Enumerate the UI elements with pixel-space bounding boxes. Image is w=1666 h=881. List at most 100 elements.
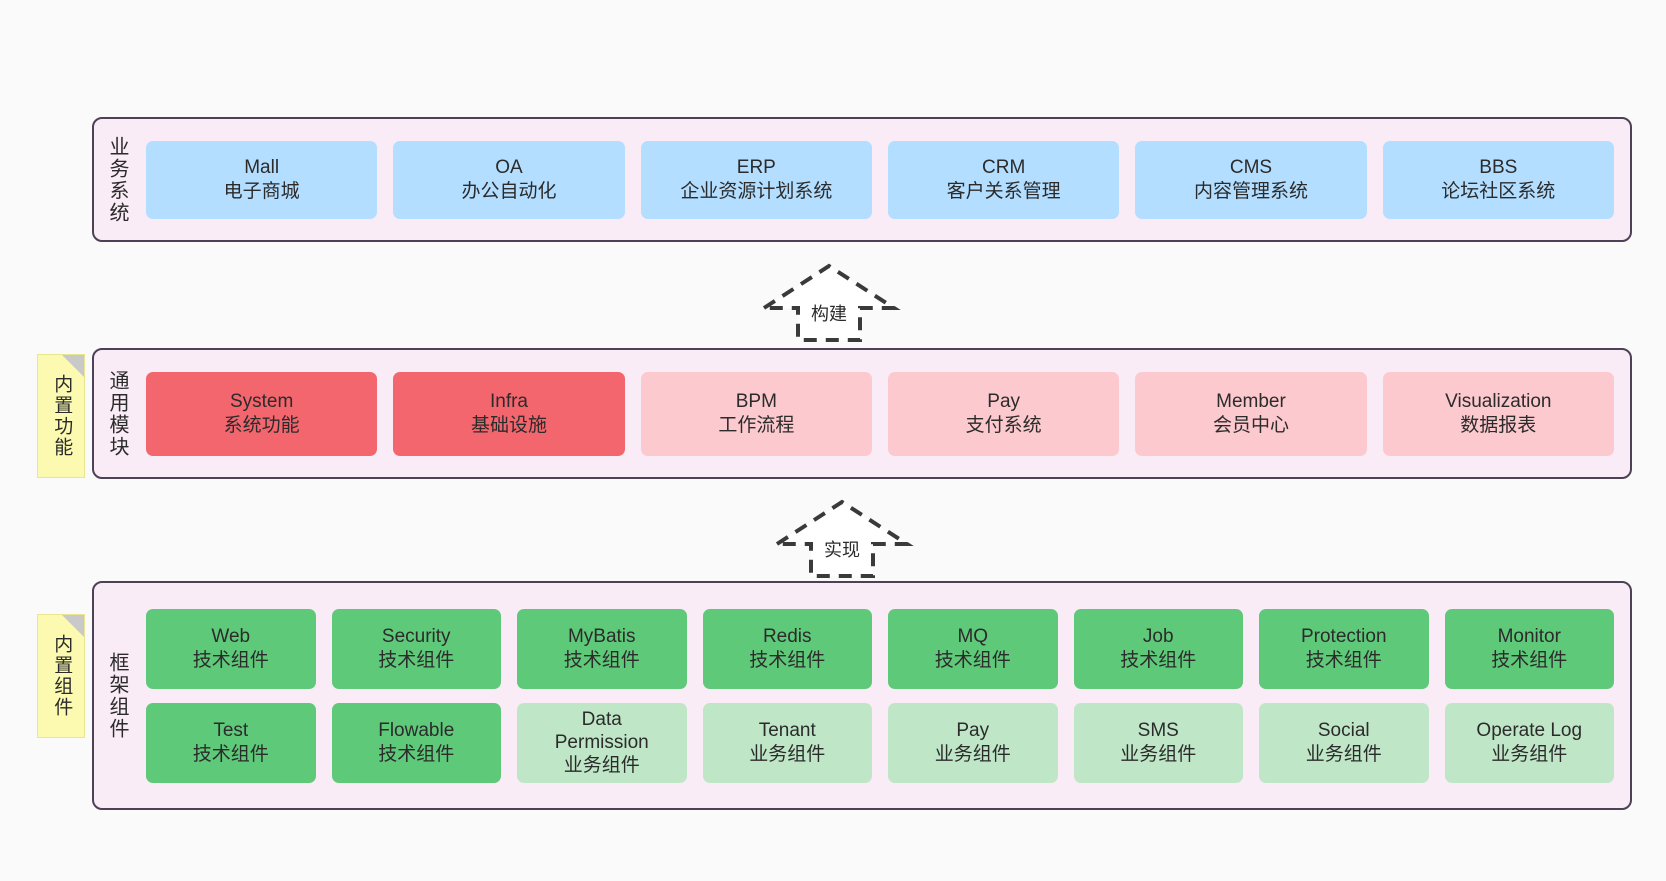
card-infra-desc: 基础设施 [470, 414, 547, 436]
card-web-desc: 技术组件 [192, 649, 269, 671]
card-crm-desc: 客户关系管理 [946, 180, 1061, 202]
card-bbs-name: BBS [1479, 157, 1518, 179]
card-infra[interactable]: Infra 基础设施 [393, 371, 625, 456]
note-fold-corner-icon [62, 355, 84, 377]
card-test-name: Test [213, 720, 249, 742]
card-monitor[interactable]: Monitor 技术组件 [1444, 608, 1614, 689]
card-oa-desc: 办公自动化 [461, 180, 557, 202]
card-web-name: Web [211, 626, 251, 648]
card-protection-desc: 技术组件 [1305, 649, 1382, 671]
card-operate-log-desc: 业务组件 [1491, 743, 1568, 765]
card-flowable-desc: 技术组件 [378, 743, 455, 765]
card-visualization-name: Visualization [1445, 391, 1552, 413]
card-cms-name: CMS [1229, 157, 1273, 179]
card-pay-component[interactable]: Pay 业务组件 [888, 702, 1058, 783]
note-builtin-function-label: 内置功能 [51, 374, 73, 458]
card-pay-component-desc: 业务组件 [934, 743, 1011, 765]
card-bbs[interactable]: BBS 论坛社区系统 [1382, 140, 1614, 219]
card-job[interactable]: Job 技术组件 [1073, 608, 1243, 689]
card-redis-desc: 技术组件 [749, 649, 826, 671]
card-data-permission-name: Data Permission [554, 708, 649, 753]
framework-row-technical: Web 技术组件 Security 技术组件 MyBatis 技术组件 Redi… [146, 608, 1614, 689]
card-job-name: Job [1142, 626, 1174, 648]
card-mybatis[interactable]: MyBatis 技术组件 [517, 608, 687, 689]
card-mall[interactable]: Mall 电子商城 [146, 140, 378, 219]
card-cms-desc: 内容管理系统 [1193, 180, 1308, 202]
card-monitor-name: Monitor [1497, 626, 1561, 648]
card-system-name: System [229, 391, 294, 413]
card-data-permission[interactable]: Data Permission 业务组件 [517, 702, 687, 783]
card-pay-module-name: Pay [987, 391, 1021, 413]
card-web[interactable]: Web 技术组件 [146, 608, 316, 689]
card-mq[interactable]: MQ 技术组件 [888, 608, 1058, 689]
note-builtin-component-label: 内置组件 [51, 634, 73, 718]
card-bpm-desc: 工作流程 [718, 414, 795, 436]
card-social-name: Social [1317, 720, 1370, 742]
card-cms[interactable]: CMS 内容管理系统 [1135, 140, 1367, 219]
card-sms-desc: 业务组件 [1120, 743, 1197, 765]
card-redis[interactable]: Redis 技术组件 [702, 608, 872, 689]
card-protection[interactable]: Protection 技术组件 [1259, 608, 1429, 689]
card-security-desc: 技术组件 [378, 649, 455, 671]
card-redis-name: Redis [762, 626, 812, 648]
card-test[interactable]: Test 技术组件 [146, 702, 316, 783]
card-mall-name: Mall [244, 157, 280, 179]
card-mall-desc: 电子商城 [223, 180, 300, 202]
card-job-desc: 技术组件 [1120, 649, 1197, 671]
note-builtin-component: 内置组件 [37, 614, 85, 738]
connector-build: 构建 [757, 262, 901, 342]
card-crm[interactable]: CRM 客户关系管理 [887, 140, 1120, 219]
card-oa[interactable]: OA 办公自动化 [393, 140, 625, 219]
card-mq-desc: 技术组件 [934, 649, 1011, 671]
note-fold-corner-icon [62, 615, 84, 637]
card-operate-log-name: Operate Log [1476, 720, 1583, 742]
card-security[interactable]: Security 技术组件 [331, 608, 501, 689]
layer-framework-component-grid: Web 技术组件 Security 技术组件 MyBatis 技术组件 Redi… [140, 583, 1630, 808]
card-member-desc: 会员中心 [1212, 414, 1289, 436]
card-bpm-name: BPM [735, 391, 777, 413]
connector-implement: 实现 [770, 498, 914, 578]
card-bpm[interactable]: BPM 工作流程 [640, 371, 872, 456]
card-system[interactable]: System 系统功能 [146, 371, 378, 456]
card-flowable-name: Flowable [378, 720, 455, 742]
card-erp-desc: 企业资源计划系统 [680, 180, 833, 202]
implement-arrow-icon [770, 499, 914, 578]
layer-framework-component: 框架组件 Web 技术组件 Security 技术组件 MyBatis 技术组件… [92, 581, 1632, 810]
card-bbs-desc: 论坛社区系统 [1441, 180, 1556, 202]
card-member[interactable]: Member 会员中心 [1135, 371, 1367, 456]
framework-row-business: Test 技术组件 Flowable 技术组件 Data Permission … [146, 702, 1614, 783]
card-data-permission-desc: 业务组件 [563, 755, 640, 777]
card-flowable[interactable]: Flowable 技术组件 [331, 702, 501, 783]
card-member-name: Member [1216, 391, 1286, 413]
layer-business-system-cards: Mall 电子商城 OA 办公自动化 ERP 企业资源计划系统 CRM 客户关系… [140, 119, 1630, 240]
card-pay-component-name: Pay [956, 720, 990, 742]
card-monitor-desc: 技术组件 [1491, 649, 1568, 671]
card-system-desc: 系统功能 [223, 414, 300, 436]
card-mybatis-desc: 技术组件 [563, 649, 640, 671]
card-mq-name: MQ [957, 626, 989, 648]
card-pay-module-desc: 支付系统 [965, 414, 1042, 436]
card-pay-module[interactable]: Pay 支付系统 [887, 371, 1120, 456]
note-builtin-function: 内置功能 [37, 354, 85, 478]
card-social-desc: 业务组件 [1305, 743, 1382, 765]
card-social[interactable]: Social 业务组件 [1259, 702, 1429, 783]
card-tenant[interactable]: Tenant 业务组件 [702, 702, 872, 783]
card-security-name: Security [381, 626, 451, 648]
layer-framework-component-title: 框架组件 [106, 651, 128, 740]
card-oa-name: OA [495, 157, 523, 179]
card-crm-name: CRM [982, 157, 1026, 179]
card-sms[interactable]: SMS 业务组件 [1073, 702, 1243, 783]
card-operate-log[interactable]: Operate Log 业务组件 [1444, 702, 1614, 783]
layer-common-module-cards: System 系统功能 Infra 基础设施 BPM 工作流程 Pay 支付系统… [140, 350, 1630, 477]
card-protection-name: Protection [1300, 626, 1387, 648]
card-mybatis-name: MyBatis [567, 626, 636, 648]
card-visualization-desc: 数据报表 [1460, 414, 1537, 436]
connector-implement-label: 实现 [824, 540, 860, 560]
card-test-desc: 技术组件 [192, 743, 269, 765]
card-infra-name: Infra [489, 391, 528, 413]
card-erp[interactable]: ERP 企业资源计划系统 [640, 140, 872, 219]
layer-common-module: 通用模块 System 系统功能 Infra 基础设施 BPM 工作流程 Pay… [92, 348, 1632, 479]
layer-business-system: 业务系统 Mall 电子商城 OA 办公自动化 ERP 企业资源计划系统 CRM… [92, 117, 1632, 242]
card-visualization[interactable]: Visualization 数据报表 [1382, 371, 1614, 456]
